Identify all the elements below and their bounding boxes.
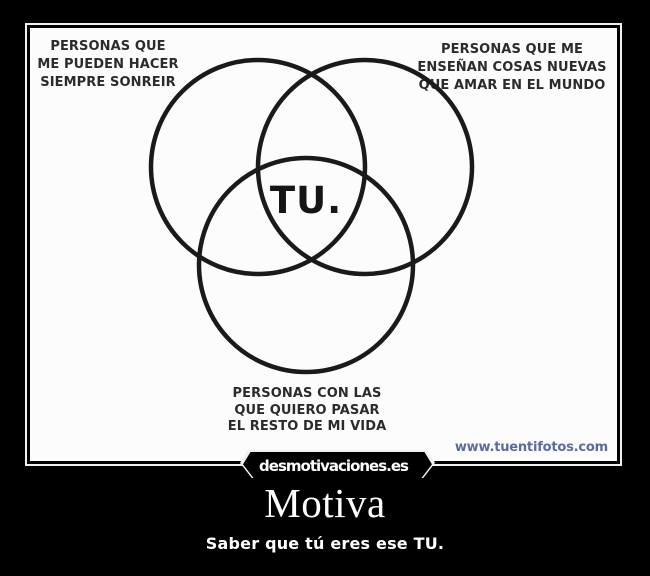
label-line: PERSONAS QUE ME	[441, 42, 583, 57]
label-line: ENSEÑAN COSAS NUEVAS	[417, 60, 607, 75]
source-watermark: www.tuentifotos.com	[454, 440, 608, 455]
label-line: ME PUEDEN HACER	[37, 57, 179, 72]
poster-subtitle: Saber que tú eres ese TU.	[205, 534, 445, 553]
site-ribbon-label: desmotivaciones.es	[259, 456, 409, 475]
label-line: SIEMPRE SONREIR	[40, 75, 176, 90]
venn-label-top-left: PERSONAS QUE ME PUEDEN HACER SIEMPRE SON…	[32, 38, 184, 92]
venn-label-top-right: PERSONAS QUE ME ENSEÑAN COSAS NUEVAS QUE…	[412, 41, 612, 95]
venn-intersection-label: TU.	[269, 179, 343, 222]
venn-circle-life	[196, 155, 416, 375]
photo-frame: PERSONAS QUE ME PUEDEN HACER SIEMPRE SON…	[25, 23, 622, 466]
venn-circle-smile	[148, 57, 368, 277]
label-line: EL RESTO DE MI VIDA	[227, 419, 387, 434]
site-ribbon: desmotivaciones.es	[243, 452, 432, 479]
label-line: PERSONAS QUE	[50, 39, 166, 54]
venn-diagram	[148, 57, 475, 375]
label-line: PERSONAS CON LAS	[232, 386, 382, 401]
poster-title: Motiva	[264, 480, 386, 526]
label-line: QUE QUIERO PASAR	[234, 402, 380, 418]
venn-label-bottom: PERSONAS CON LAS QUE QUIERO PASAR EL RES…	[217, 386, 397, 436]
label-line: QUE AMAR EN EL MUNDO	[418, 78, 606, 93]
